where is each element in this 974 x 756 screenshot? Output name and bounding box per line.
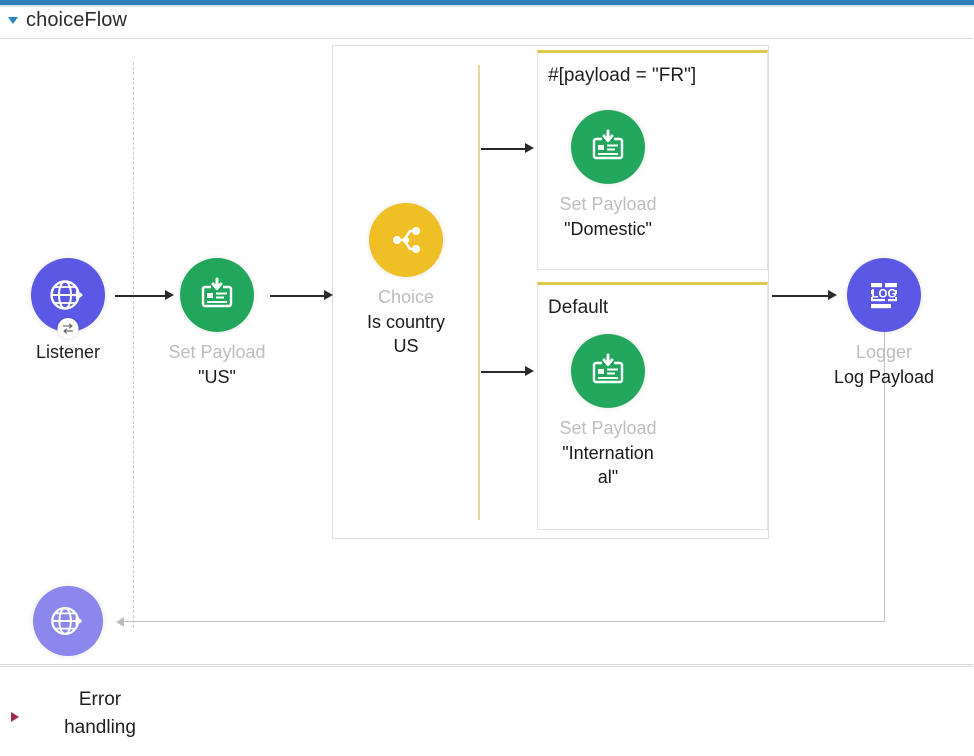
connector-spine-to-default <box>481 371 527 373</box>
return-path-arrowhead <box>116 617 124 627</box>
choice-branch-default[interactable]: Default <box>537 282 768 530</box>
set-payload-us-name-label: "US" <box>198 367 236 387</box>
error-handling-label-line2: handling <box>64 717 136 738</box>
return-path-horizontal <box>124 621 885 622</box>
node-set-payload-domestic[interactable]: Set Payload "Domestic" <box>543 110 673 241</box>
svg-text:LOG: LOG <box>872 289 897 301</box>
connector-setpayload-to-choice <box>270 295 326 297</box>
node-choice[interactable]: Choice Is country US <box>341 203 471 358</box>
set-payload-domestic-type-label: Set Payload <box>559 194 657 214</box>
node-set-payload-us[interactable]: Set Payload "US" <box>152 258 282 389</box>
connector-arrowhead <box>828 290 837 300</box>
set-payload-bubble[interactable] <box>180 258 254 332</box>
error-handling-label: Error handling <box>40 686 160 742</box>
set-payload-icon <box>592 353 624 384</box>
node-set-payload-international[interactable]: Set Payload "Internation al" <box>543 334 673 489</box>
log-icon: LOG <box>871 283 897 309</box>
connector-spine-to-when <box>481 148 527 150</box>
logger-type-label: Logger <box>855 342 913 362</box>
response-bubble[interactable] <box>33 586 103 656</box>
source-process-divider <box>133 62 134 628</box>
node-logger[interactable]: LOG Logger Log Payload <box>819 258 949 389</box>
choice-type-label: Choice <box>377 287 435 307</box>
window-accent-bar <box>0 0 974 5</box>
globe-arrow-icon <box>51 607 82 635</box>
set-payload-us-type-label: Set Payload <box>168 342 266 362</box>
connector-arrowhead <box>165 290 174 300</box>
branch-default-label: Default <box>548 297 609 318</box>
page-title: choiceFlow <box>26 9 128 31</box>
set-payload-icon <box>201 277 233 308</box>
request-reply-icon <box>62 323 74 334</box>
node-response[interactable] <box>3 586 133 656</box>
connector-arrowhead <box>525 366 534 376</box>
return-path-vertical <box>884 332 885 622</box>
error-handling-section[interactable] <box>0 666 973 755</box>
listener-type-label: Listener <box>35 342 101 362</box>
logger-bubble[interactable]: LOG <box>847 258 921 332</box>
logger-name-label: Log Payload <box>833 367 935 387</box>
window-accent-bar-shadow <box>0 5 974 7</box>
connector-arrowhead <box>525 143 534 153</box>
connector-choice-to-logger <box>772 295 830 297</box>
set-payload-international-name-label-line1: "Internation <box>562 443 654 463</box>
connector-listener-to-setpayload <box>115 295 167 297</box>
triangle-right-icon[interactable] <box>11 712 19 722</box>
choice-router-spine <box>478 65 480 520</box>
choice-bubble[interactable] <box>369 203 443 277</box>
request-reply-badge <box>57 318 79 339</box>
choice-name-label-line1: Is country <box>366 312 446 332</box>
set-payload-international-type-label: Set Payload <box>559 418 657 438</box>
connector-arrowhead <box>324 290 333 300</box>
choice-name-label-line2: US <box>393 336 419 356</box>
set-payload-international-name-label-line2: al" <box>597 467 619 487</box>
choice-branch-icon <box>393 227 420 253</box>
error-handling-label-line1: Error <box>78 689 122 710</box>
branch-when-label: #[payload = "FR"] <box>548 65 697 86</box>
flow-header[interactable]: choiceFlow <box>8 9 127 32</box>
set-payload-icon <box>592 129 624 160</box>
globe-arrow-icon <box>50 280 83 310</box>
set-payload-bubble[interactable] <box>571 110 645 184</box>
triangle-down-icon[interactable] <box>8 17 18 24</box>
set-payload-bubble[interactable] <box>571 334 645 408</box>
set-payload-domestic-name-label: "Domestic" <box>564 219 652 239</box>
node-listener[interactable]: Listener <box>3 258 133 363</box>
listener-bubble[interactable] <box>31 258 105 339</box>
